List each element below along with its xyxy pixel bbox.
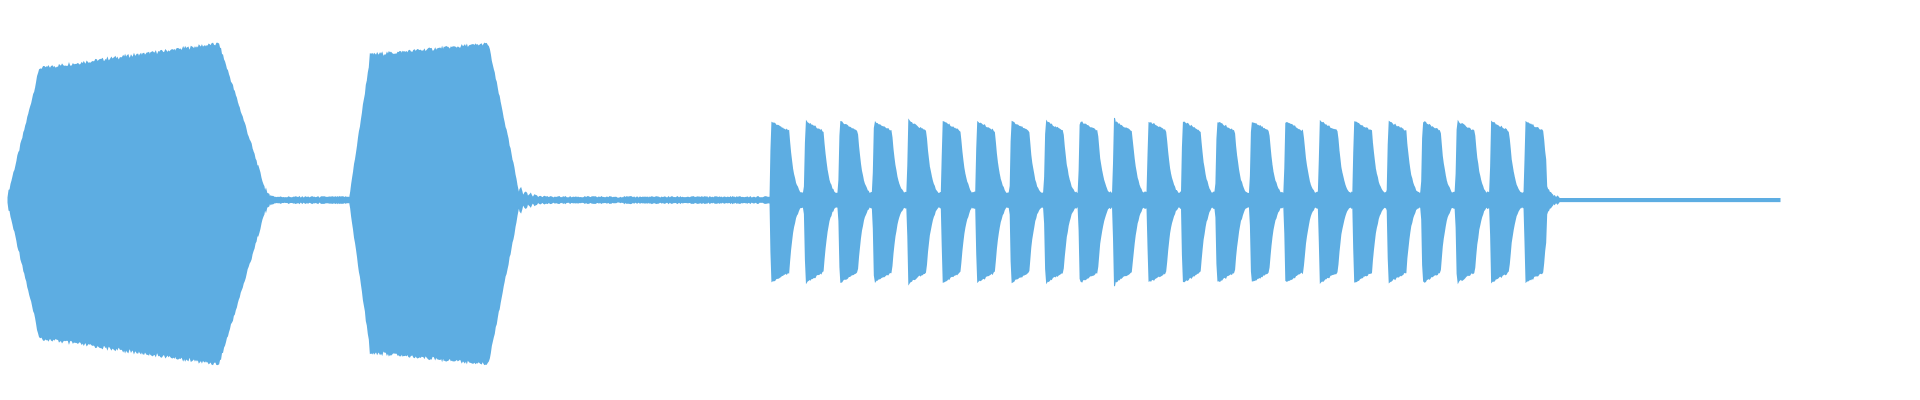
waveform-fill	[7, 42, 1781, 366]
